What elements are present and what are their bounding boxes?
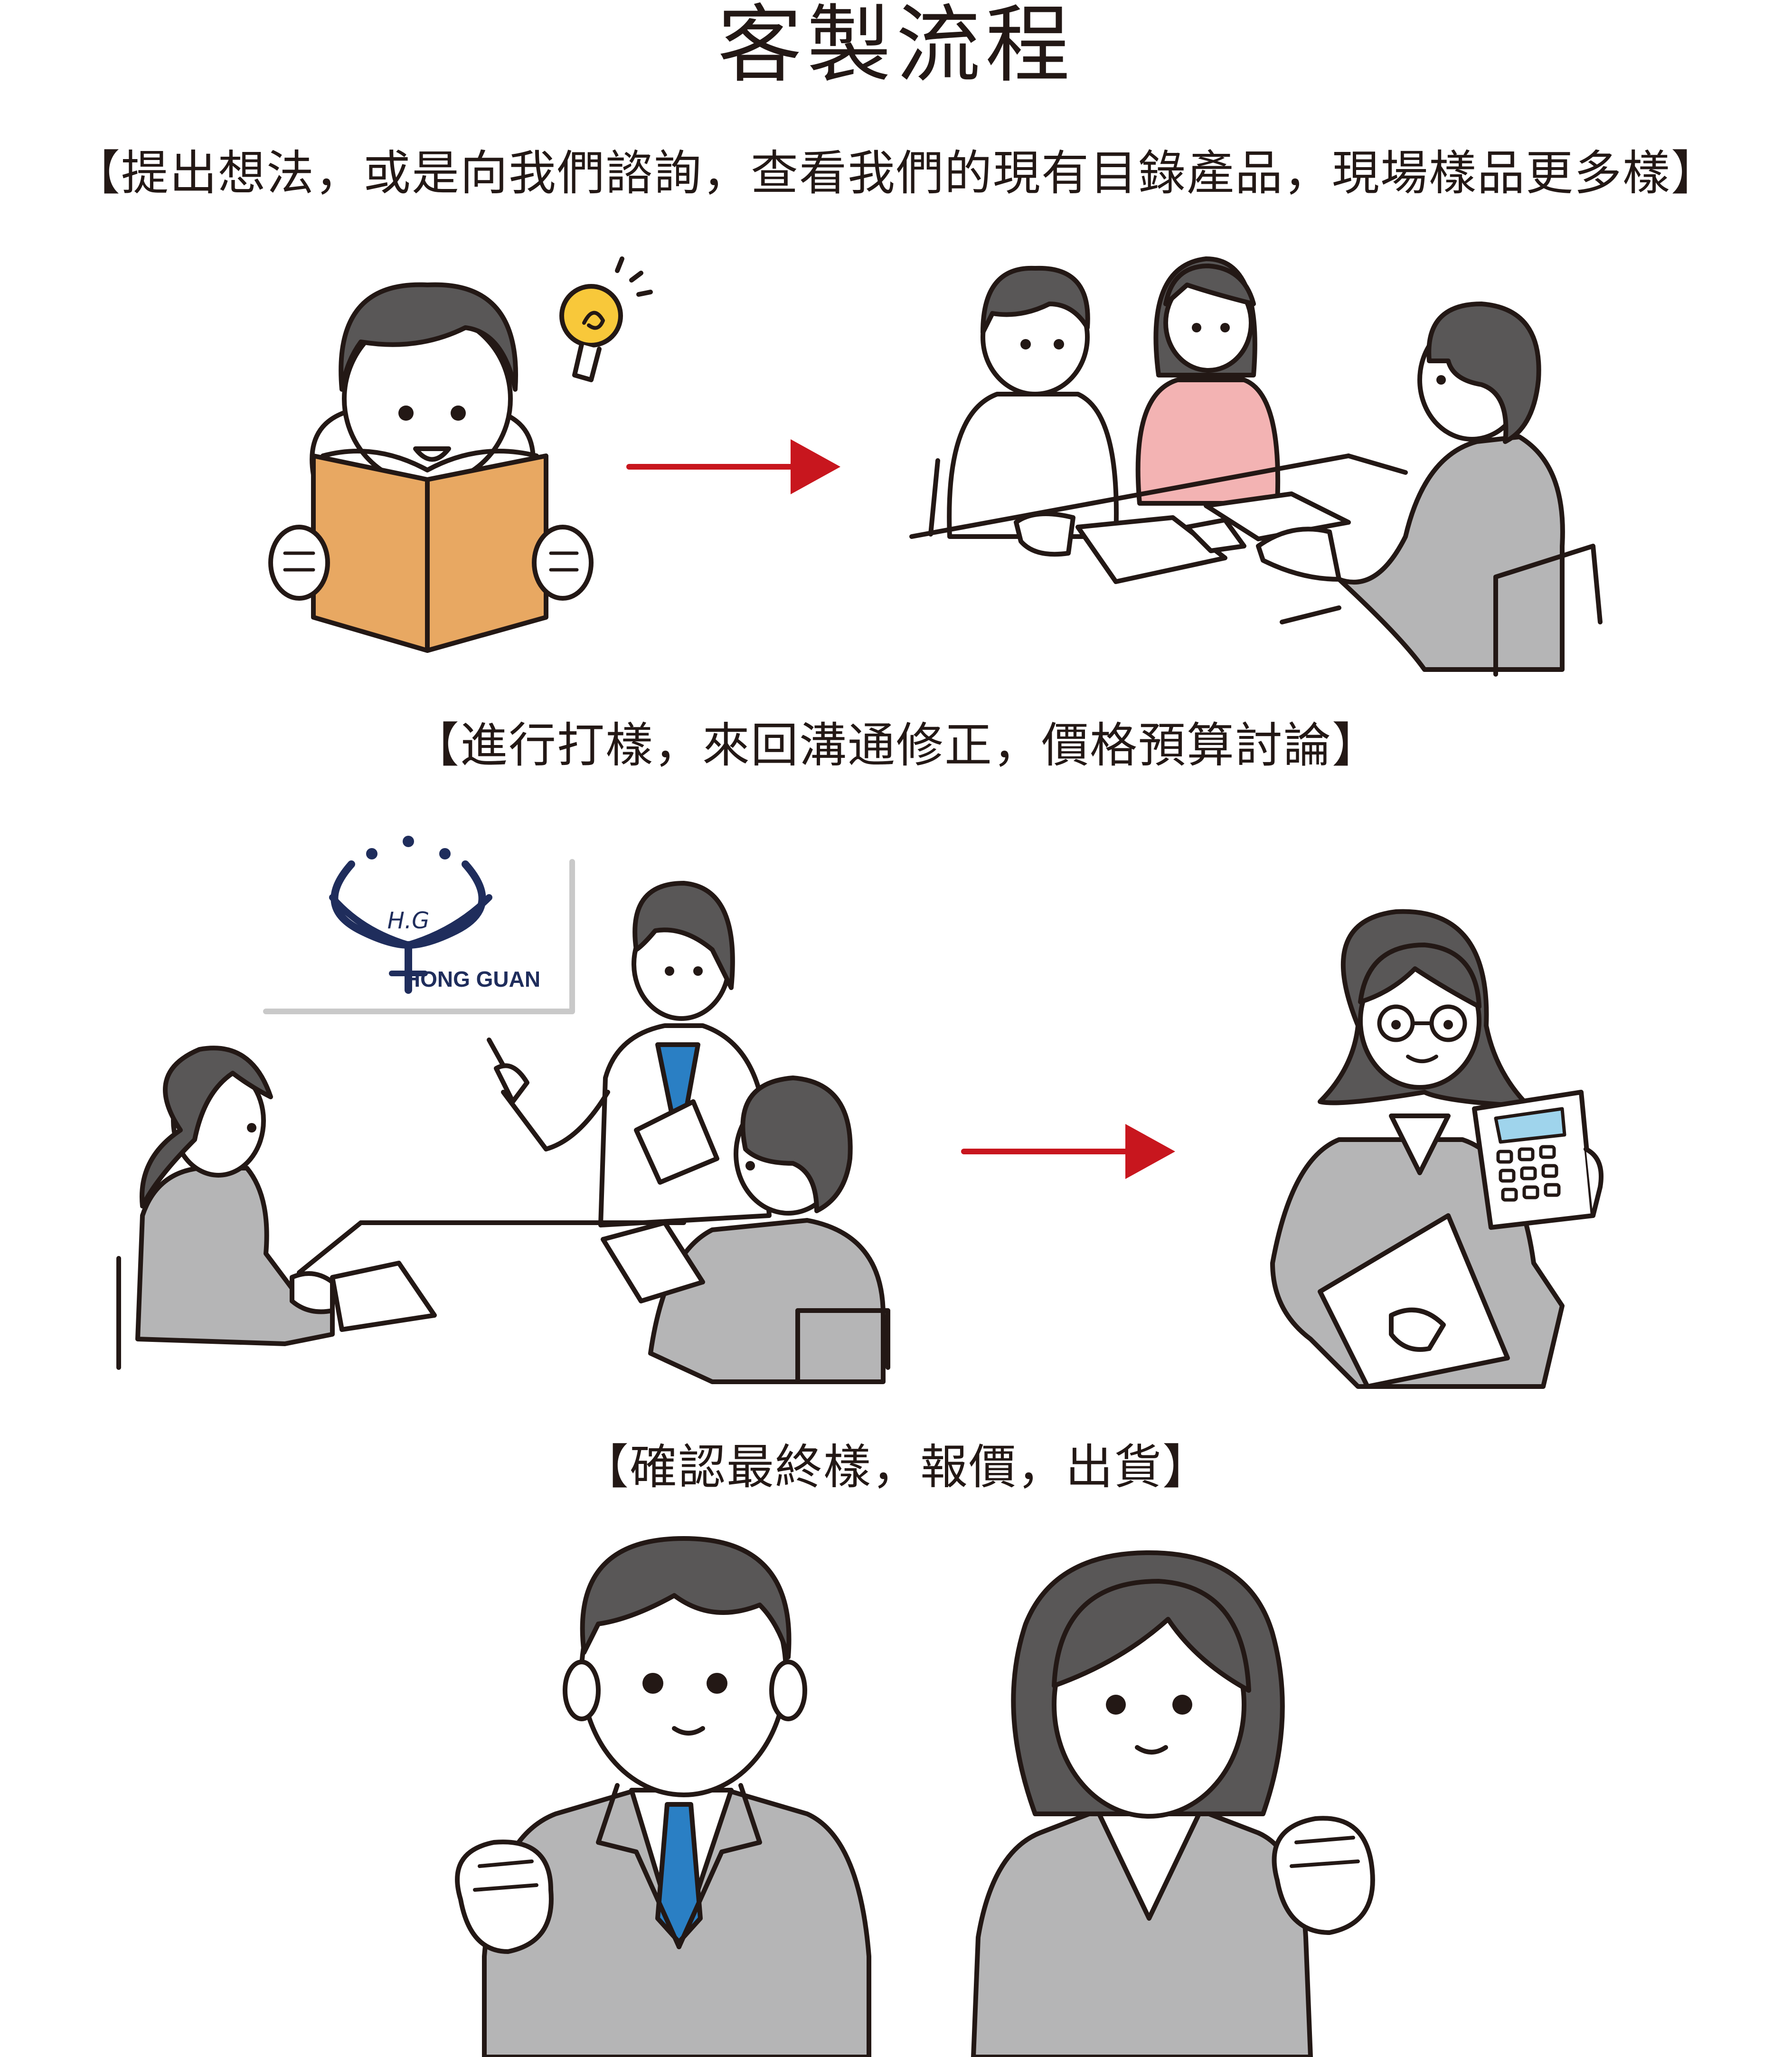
step-2-caption: 【進行打樣，來回溝通修正，價格預算討論】 (412, 717, 1380, 773)
businessman (455, 1536, 871, 2057)
meeting-scene (116, 881, 890, 1384)
logo-name: HONG GUAN (405, 967, 540, 991)
calculator-icon (1472, 1090, 1603, 1230)
hong-guan-logo: H.G HONG GUAN (329, 836, 540, 994)
step-1-caption: 【提出想法，或是向我們諮詢，查看我們的現有目錄產品，現場樣品更多樣】 (73, 145, 1719, 201)
reading-person (268, 282, 594, 653)
logo-board (263, 859, 575, 1014)
right-arrow-icon (626, 439, 840, 494)
right-arrow-icon-2 (961, 1124, 1175, 1179)
businesswoman (971, 1550, 1375, 2057)
logo-initials: H.G (387, 907, 430, 934)
consultation-scene (909, 256, 1603, 677)
lightbulb-icon (559, 256, 653, 382)
page-title: 客製流程 (717, 0, 1075, 94)
step-3-caption: 【確認最終樣，報價，出貨】 (581, 1439, 1211, 1495)
